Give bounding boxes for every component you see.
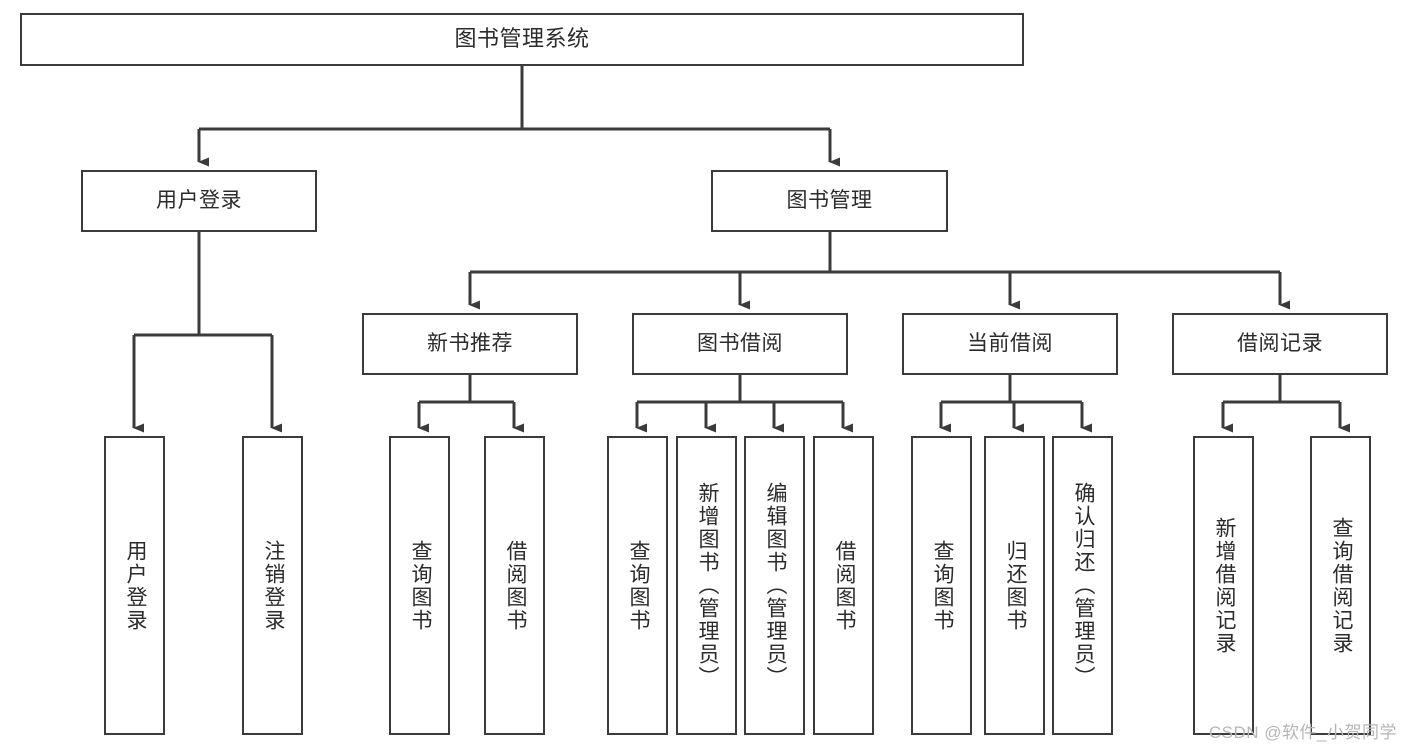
node-leaf-record-query-record[interactable]: 查询借阅记录 — [1310, 436, 1371, 735]
node-leaf-label: 查询借阅记录 — [1329, 516, 1353, 655]
node-leaf-recommend-borrow-book[interactable]: 借阅图书 — [484, 436, 545, 735]
node-leaf-borrow-add-book-admin[interactable]: 新增图书（管理员） — [676, 436, 737, 735]
node-book-management[interactable]: 图书管理 — [711, 170, 948, 232]
node-leaf-current-query-book[interactable]: 查询图书 — [911, 436, 972, 735]
node-leaf-recommend-query-book[interactable]: 查询图书 — [389, 436, 450, 735]
node-leaf-label: 新增借阅记录 — [1212, 516, 1236, 655]
node-leaf-label: 查询图书 — [930, 539, 954, 632]
node-leaf-label: 确认归还（管理员） — [1071, 482, 1095, 689]
node-leaf-record-add-record[interactable]: 新增借阅记录 — [1193, 436, 1254, 735]
node-user-login[interactable]: 用户登录 — [81, 170, 317, 232]
node-borrow-record[interactable]: 借阅记录 — [1172, 313, 1388, 375]
node-leaf-label: 编辑图书（管理员） — [763, 482, 787, 689]
node-leaf-label: 新增图书（管理员） — [695, 482, 719, 689]
node-book-management-label: 图书管理 — [786, 189, 873, 213]
node-book-borrow-label: 图书借阅 — [697, 332, 783, 356]
node-leaf-label: 查询图书 — [626, 539, 650, 632]
node-borrow-record-label: 借阅记录 — [1237, 332, 1323, 356]
node-root-label: 图书管理系统 — [454, 26, 590, 52]
node-leaf-label: 用户登录 — [123, 539, 147, 632]
node-leaf-current-return-book[interactable]: 归还图书 — [984, 436, 1045, 735]
node-leaf-label: 归还图书 — [1003, 539, 1027, 632]
node-leaf-borrow-borrow-book[interactable]: 借阅图书 — [813, 436, 874, 735]
node-book-borrow[interactable]: 图书借阅 — [632, 313, 848, 375]
node-new-book-recommend-label: 新书推荐 — [427, 332, 513, 356]
node-new-book-recommend[interactable]: 新书推荐 — [362, 313, 578, 375]
node-current-borrow-label: 当前借阅 — [967, 332, 1053, 356]
node-leaf-label: 查询图书 — [408, 539, 432, 632]
node-leaf-current-confirm-return-admin[interactable]: 确认归还（管理员） — [1052, 436, 1113, 735]
node-leaf-label: 注销登录 — [261, 539, 285, 632]
node-leaf-borrow-query-book[interactable]: 查询图书 — [607, 436, 668, 735]
node-leaf-user-login-signin[interactable]: 用户登录 — [104, 436, 165, 735]
node-root-book-management-system[interactable]: 图书管理系统 — [20, 13, 1024, 66]
node-leaf-label: 借阅图书 — [832, 539, 856, 632]
node-user-login-label: 用户登录 — [156, 189, 242, 213]
node-leaf-borrow-edit-book-admin[interactable]: 编辑图书（管理员） — [744, 436, 805, 735]
node-leaf-label: 借阅图书 — [503, 539, 527, 632]
node-leaf-user-login-signout[interactable]: 注销登录 — [242, 436, 303, 735]
node-current-borrow[interactable]: 当前借阅 — [902, 313, 1118, 375]
